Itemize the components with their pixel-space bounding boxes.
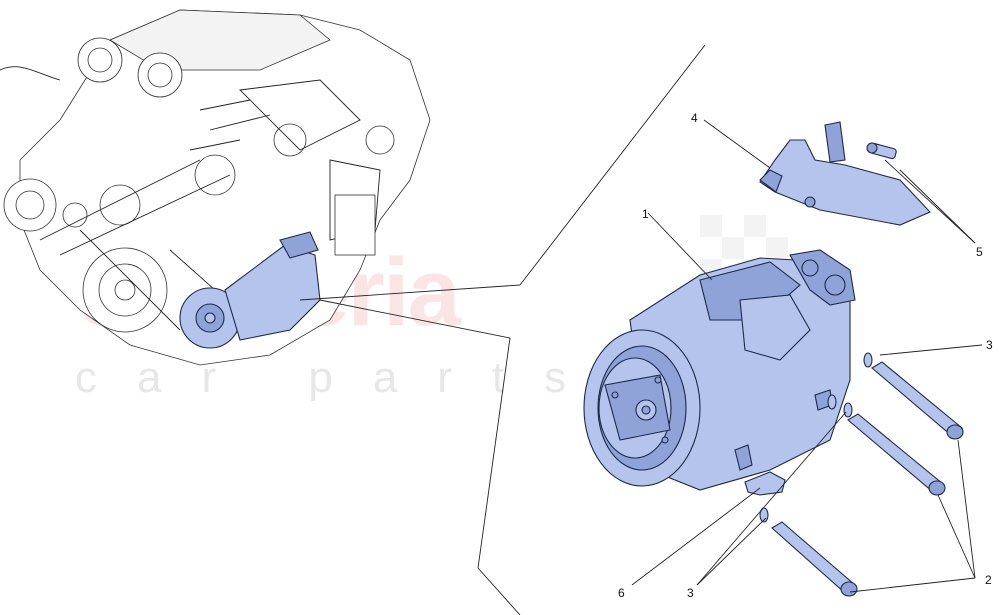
bolts-part-2 [771,361,964,597]
compressor-part-1 [583,249,856,491]
engine-assembly [0,9,431,366]
callout-2: 2 [985,573,992,587]
callouts: 1 2 3 3 4 5 6 [618,111,993,600]
guide-lines [299,44,706,615]
callout-1: 1 [642,207,649,221]
bracket-part-4 [759,121,931,226]
callout-5: 5 [976,245,983,259]
leader-lines [631,119,983,593]
callout-6: 6 [618,586,625,600]
watermark-subtitle: car parts [75,353,606,402]
callout-3-bottom: 3 [687,586,694,600]
callout-3-top: 3 [986,338,993,352]
clip-part-6 [744,471,786,496]
callout-4: 4 [691,111,698,125]
bolts-part-5 [866,142,897,160]
